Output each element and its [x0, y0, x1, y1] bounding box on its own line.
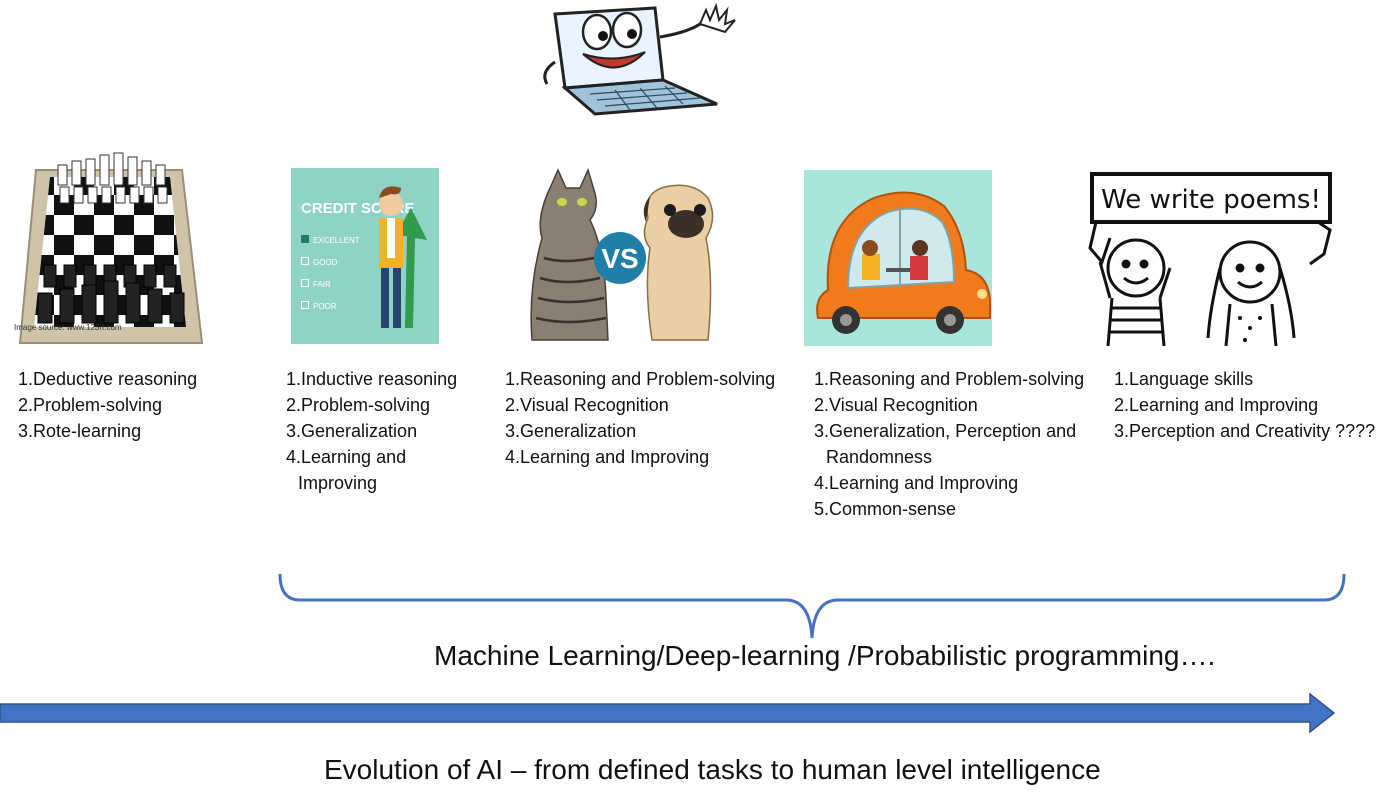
list-item: 3.Generalization, Perception and [814, 421, 1077, 441]
list-item: 4.Learning and Improving [505, 447, 710, 467]
list-item: 2.Visual Recognition [814, 395, 978, 415]
chess-skills-list: 1.Deductive reasoning 2.Problem-solving … [18, 366, 197, 444]
credit-score-image: CREDIT SCORE EXCELLENT GOOD FAIR POOR [291, 168, 439, 344]
arrow-caption: Evolution of AI – from defined tasks to … [324, 754, 1101, 785]
self-driving-car-image [804, 170, 992, 346]
poems-skills-list: 1.Language skills 2.Learning and Improvi… [1114, 366, 1375, 444]
credit-option-excellent: EXCELLENT [301, 230, 360, 252]
list-item: 1.Deductive reasoning [18, 369, 198, 389]
laptop-mascot-image [543, 2, 736, 116]
cat-vs-dog-image: VS [530, 168, 714, 341]
pug-dog-icon [643, 184, 714, 341]
list-item: 2.Visual Recognition [505, 395, 669, 415]
list-item: 3.Perception and Creativity ???? [1114, 421, 1376, 441]
list-item: 5.Common-sense [814, 499, 957, 519]
cat-dog-skills-list: 1.Reasoning and Problem-solving 2.Visual… [505, 366, 775, 470]
evolution-arrow [0, 692, 1336, 734]
list-item: 2.Learning and Improving [1114, 395, 1319, 415]
vs-label: VS [601, 243, 638, 274]
list-item: 1.Inductive reasoning [286, 369, 458, 389]
list-item: 1.Reasoning and Problem-solving [505, 369, 776, 389]
chess-board-image [18, 152, 204, 344]
list-item: 4.Learning and Improving [814, 473, 1019, 493]
list-item-continuation: Improving [298, 473, 378, 493]
list-item: 2.Problem-solving [286, 395, 431, 415]
list-item: 3.Rote-learning [18, 421, 142, 441]
list-item: 4.Learning and [286, 447, 407, 467]
list-item: 2.Problem-solving [18, 395, 163, 415]
credit-option-poor: POOR [301, 296, 360, 318]
list-item: 3.Generalization [286, 421, 418, 441]
car-skills-list: 1.Reasoning and Problem-solving 2.Visual… [814, 366, 1084, 522]
list-item-continuation: Randomness [826, 447, 933, 467]
poems-sign-text: We write poems! [1101, 185, 1321, 215]
list-item: 1.Reasoning and Problem-solving [814, 369, 1085, 389]
list-item: 1.Language skills [1114, 369, 1254, 389]
bracket-caption: Machine Learning/Deep-learning /Probabil… [434, 640, 1216, 671]
curly-bracket [278, 573, 1346, 639]
credit-option-fair: FAIR [301, 274, 360, 296]
credit-skills-list: 1.Inductive reasoning 2.Problem-solving … [286, 366, 457, 496]
list-item: 3.Generalization [505, 421, 637, 441]
businessman-arrow-illustration [379, 186, 427, 328]
we-write-poems-image: We write poems! [1088, 172, 1332, 346]
image-source-label: Image source: www.123rf.com [14, 323, 122, 332]
cat-icon [530, 168, 609, 341]
credit-option-good: GOOD [301, 252, 360, 274]
